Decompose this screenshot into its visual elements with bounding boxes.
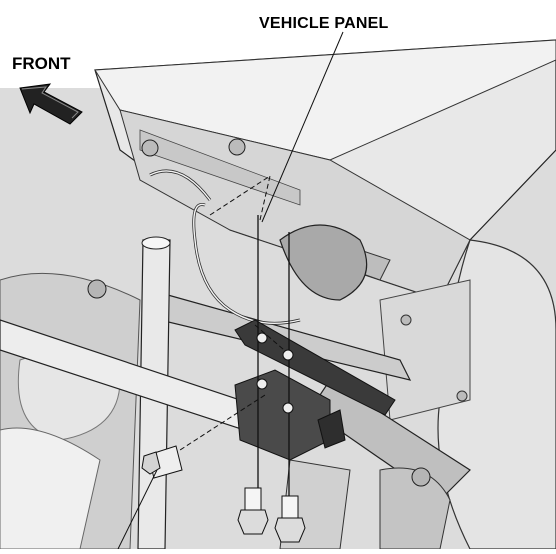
bracket-nut: [256, 378, 268, 390]
bottom-leader: [117, 469, 158, 550]
arm-bolt: [411, 467, 431, 487]
bolt-shank: [281, 495, 299, 519]
arrow-shape: [19, 83, 83, 125]
floor-bolt: [87, 279, 107, 299]
knuckle: [379, 467, 451, 550]
vehicle-panel-top-face: [94, 39, 556, 161]
bushing-mount: [279, 224, 368, 301]
tube-top: [141, 236, 171, 250]
floor-pan-lower: [0, 427, 101, 550]
front-label: FRONT: [8, 52, 75, 76]
brake-line-highlight: [193, 203, 301, 325]
hex-bolt-left: [237, 487, 269, 535]
vehicle-panel-leader: [261, 31, 344, 223]
bolt-head: [141, 451, 161, 475]
bolt-shank: [244, 487, 262, 511]
hex-bolt-right: [274, 495, 306, 543]
bolt-leader-lines: [257, 215, 290, 498]
tank-bolt: [456, 390, 468, 402]
bracket-nut: [256, 332, 268, 344]
bracket-nut: [282, 349, 294, 361]
bracket-nut: [282, 402, 294, 414]
tank-bolt: [400, 314, 412, 326]
guide-line: [209, 175, 271, 216]
bolt-head: [237, 509, 269, 535]
bolt-head: [274, 517, 306, 543]
panel-flange: [139, 129, 301, 206]
tank-bracket: [379, 279, 471, 421]
vehicle-panel-label: VEHICLE PANEL: [259, 15, 389, 32]
panel-bolt-hole: [141, 139, 159, 157]
arrow-highlight: [21, 86, 79, 119]
brake-line-upper-highlight: [149, 170, 211, 201]
mounting-bracket-arm: [234, 319, 396, 416]
panel-bolt-hole: [228, 138, 246, 156]
bracket-clip: [317, 409, 346, 449]
front-arrow-icon: [19, 83, 83, 125]
